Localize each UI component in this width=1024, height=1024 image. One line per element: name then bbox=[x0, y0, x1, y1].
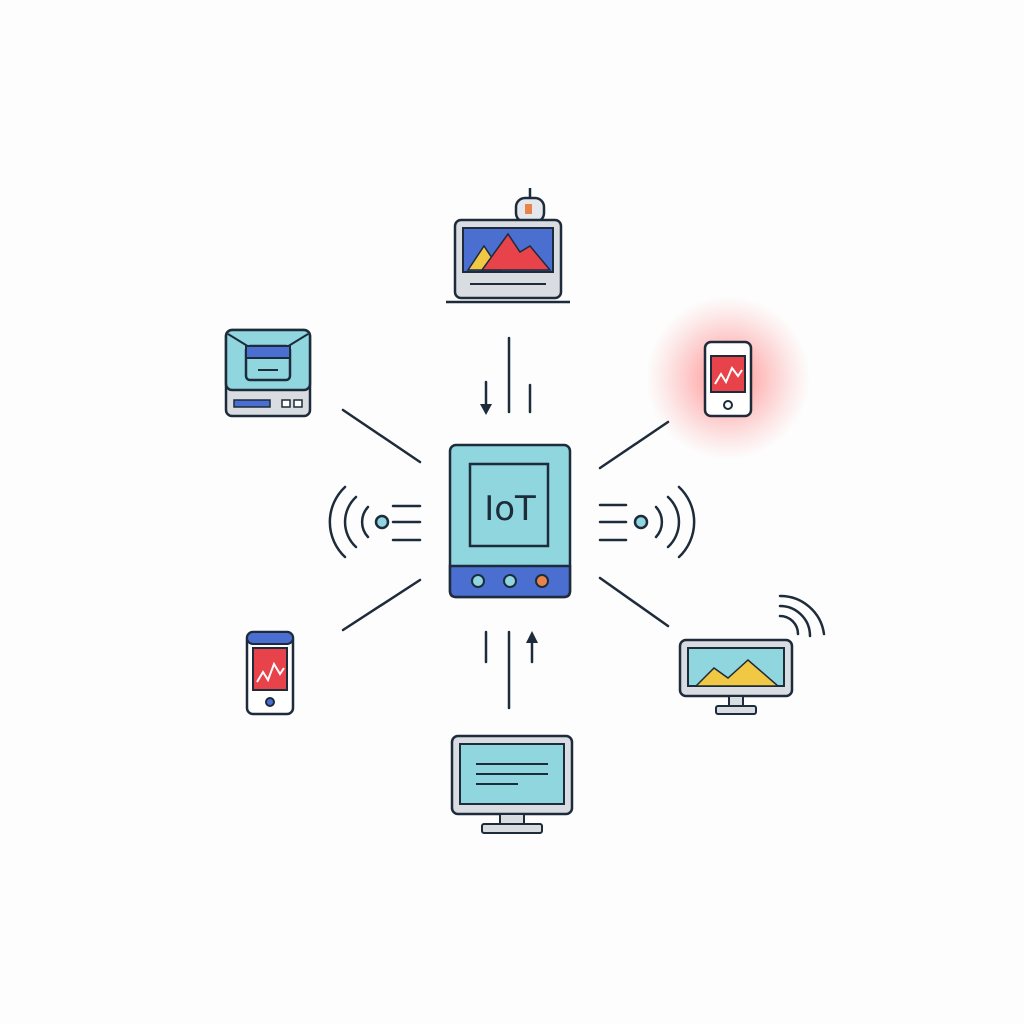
hub-label: IoT bbox=[484, 489, 536, 529]
hub-screen bbox=[468, 462, 550, 548]
wifi-waves-icon bbox=[778, 594, 826, 638]
hub-light-3 bbox=[535, 574, 549, 588]
arrow-heads bbox=[480, 404, 538, 643]
wireless-signal-left-icon bbox=[328, 485, 390, 559]
smartphone-icon bbox=[703, 340, 753, 418]
smartphone-alert[interactable] bbox=[646, 296, 810, 460]
arrow-down-icon bbox=[480, 404, 492, 415]
arrow-up-icon bbox=[526, 631, 538, 643]
hub-light-1 bbox=[471, 574, 485, 588]
connector-upper-left bbox=[341, 408, 422, 464]
printer-icon[interactable] bbox=[224, 328, 312, 418]
connector-lower-right bbox=[598, 576, 670, 628]
smartphone-icon[interactable] bbox=[245, 630, 295, 716]
monitor-icon[interactable] bbox=[450, 734, 574, 834]
wireless-signal-right-icon bbox=[633, 485, 696, 559]
hub-light-2 bbox=[503, 574, 517, 588]
camera-display-icon[interactable] bbox=[446, 188, 570, 304]
connector-upper-right bbox=[598, 420, 670, 470]
iot-hub[interactable]: IoT bbox=[448, 443, 572, 599]
connector-lower-left bbox=[341, 578, 422, 632]
monitor-icon[interactable] bbox=[678, 594, 826, 715]
